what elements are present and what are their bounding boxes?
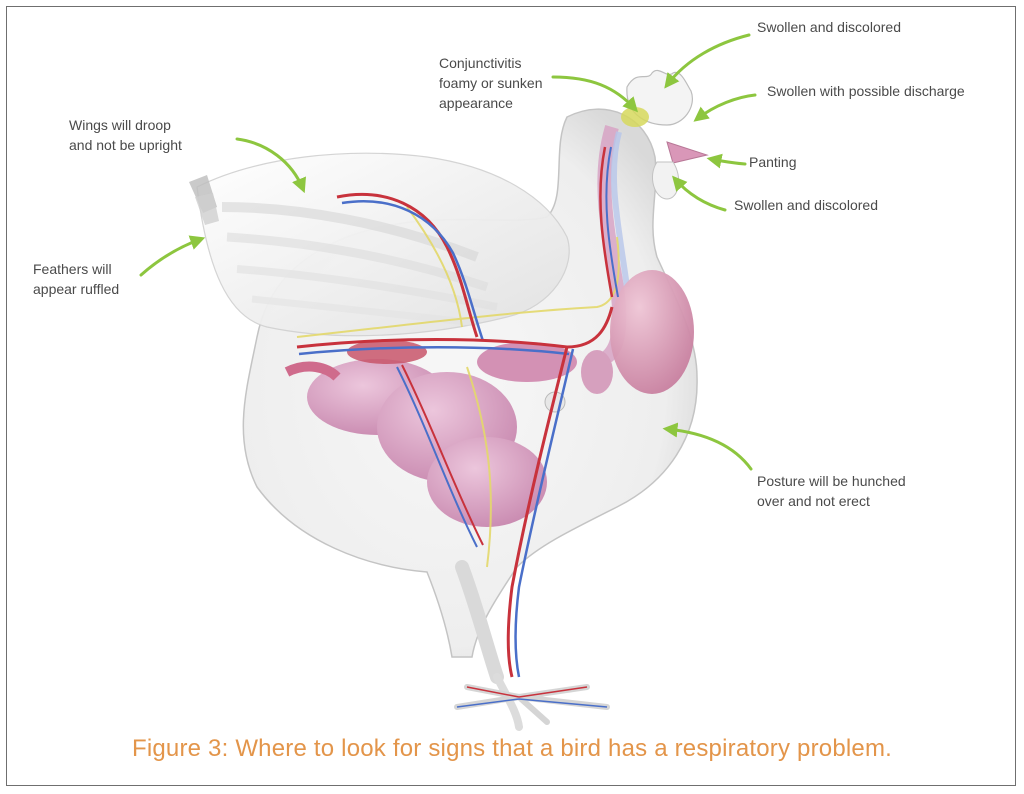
- label-wings: Wings will droop and not be upright: [69, 115, 182, 155]
- arrow-beak: [706, 153, 747, 169]
- nerves: [296, 206, 620, 568]
- label-feathers-line-1: Feathers will: [33, 261, 112, 277]
- label-comb: Swollen and discolored: [757, 17, 901, 37]
- arrow-wings: [235, 137, 306, 194]
- label-beak: Panting: [749, 152, 796, 172]
- beak: [666, 141, 709, 164]
- label-feathers: Feathers will appear ruffled: [33, 259, 119, 299]
- label-comb-text: Swollen and discolored: [757, 19, 901, 35]
- label-conjunctivitis-line-2: foamy or sunken: [439, 75, 543, 91]
- label-beak-text: Panting: [749, 154, 797, 170]
- label-feathers-line-2: appear ruffled: [33, 281, 120, 297]
- arrow-feathers: [139, 235, 206, 277]
- blood-vessels: [296, 146, 619, 678]
- chicken-anatomy-illustration: [139, 33, 757, 731]
- label-conjunctivitis-line-1: Conjunctivitis: [439, 55, 522, 71]
- label-wings-line-2: and not be upright: [69, 137, 182, 153]
- crop: [610, 270, 694, 394]
- callout-arrows: [139, 33, 757, 471]
- label-posture-line-1: Posture will be hunched: [757, 473, 906, 489]
- label-wattles: Swollen and discolored: [734, 195, 878, 215]
- arrow-eyes: [693, 93, 757, 122]
- label-eyes-text: Swollen with possible discharge: [767, 83, 965, 99]
- label-wings-line-1: Wings will droop: [69, 117, 171, 133]
- figure-frame: Swollen and discolored Swollen with poss…: [6, 6, 1016, 786]
- label-conjunctivitis-line-3: appearance: [439, 95, 513, 111]
- arrow-wattles: [672, 175, 727, 212]
- arrow-comb: [664, 33, 751, 89]
- wing: [189, 152, 570, 337]
- arrow-conjunctivitis: [551, 75, 639, 113]
- label-posture-line-2: over and not erect: [757, 493, 870, 509]
- label-wattles-text: Swollen and discolored: [734, 197, 878, 213]
- legs-and-feet: [454, 560, 610, 731]
- arrow-posture: [662, 422, 753, 471]
- label-conjunctivitis: Conjunctivitis foamy or sunken appearanc…: [439, 53, 543, 113]
- figure-caption: Figure 3: Where to look for signs that a…: [131, 735, 893, 762]
- label-eyes: Swollen with possible discharge: [767, 81, 965, 101]
- label-posture: Posture will be hunched over and not ere…: [757, 471, 906, 511]
